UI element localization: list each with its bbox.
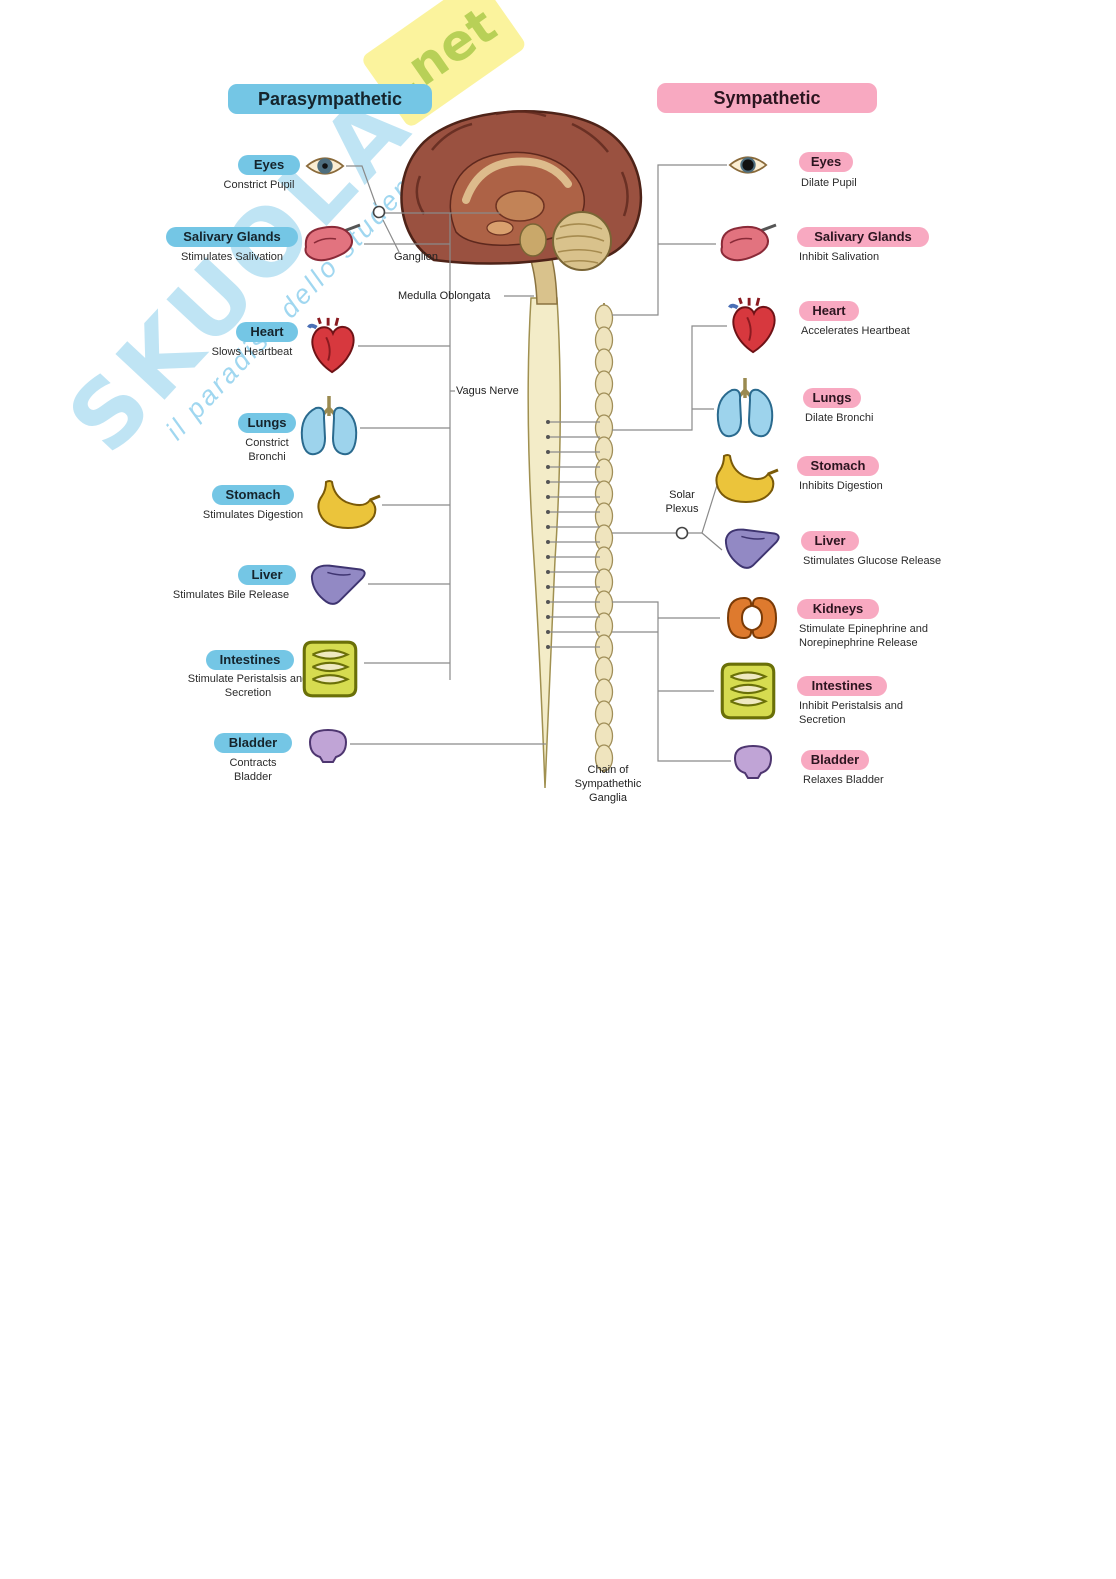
sympathetic-chain [594,303,614,772]
brain [400,110,643,271]
eye-icon [727,151,769,179]
para-effect-bladder: Contracts Bladder [229,757,277,783]
nerve-root-dots [546,420,550,649]
para-effect-lungs: Constrict Bronchi [245,437,289,463]
para-label-salivary-glands: Salivary Glands [166,227,298,247]
symp-label-liver: Liver [801,531,859,551]
medulla-oblongata-label: Medulla Oblongata [398,290,491,302]
eye-icon [304,152,346,180]
intestines-icon [714,658,782,724]
solar-plexus-marker [675,526,689,540]
para-effect-intestines: Stimulate Peristalsis and Secretion [187,673,309,699]
liver-icon [722,524,782,572]
para-label-eyes: Eyes [238,155,300,175]
pons [519,223,547,257]
symp-effect-eyes: Dilate Pupil [801,177,857,189]
symp-effect-stomach: Inhibits Digestion [799,480,883,492]
para-effect-liver: Stimulates Bile Release [172,589,290,601]
symp-label-lungs: Lungs [803,388,861,408]
para-label-heart: Heart [236,322,298,342]
symp-label-stomach: Stomach [797,456,879,476]
symp-label-heart: Heart [799,301,859,321]
para-effect-eyes: Constrict Pupil [223,179,295,191]
symp-label-kidneys: Kidneys [797,599,879,619]
para-label-liver: Liver [238,565,296,585]
symp-effect-bladder: Relaxes Bladder [803,774,884,786]
symp-label-eyes: Eyes [799,152,853,172]
ganglion-marker [372,205,386,219]
connector-lines [346,164,731,762]
salivary-gland-icon [300,221,364,267]
sympathetic-header: Sympathetic [657,83,877,113]
parasympathetic-header: Parasympathetic [228,84,432,114]
heart-icon [727,296,779,356]
salivary-gland-icon [716,221,780,267]
symp-label-intestines: Intestines [797,676,887,696]
para-label-intestines: Intestines [206,650,294,670]
stomach-icon [710,452,780,506]
solar-plexus-label: Solar Plexus [665,489,699,515]
sympathetic-chain-label: Chain of Sympathethic Ganglia [574,764,642,804]
symp-label-salivary-glands: Salivary Glands [797,227,929,247]
symp-label-bladder: Bladder [801,750,869,770]
vagus-nerve-label: Vagus Nerve [456,385,519,397]
intestines-icon [296,636,364,702]
para-effect-heart: Slows Heartbeat [211,346,293,358]
para-label-bladder: Bladder [214,733,292,753]
kidneys-icon [720,594,784,642]
symp-effect-intestines: Inhibit Peristalsis and Secretion [799,700,903,726]
lungs-icon [298,394,360,460]
para-label-lungs: Lungs [238,413,296,433]
symp-effect-lungs: Dilate Bronchi [805,412,874,424]
stomach-icon [312,478,382,532]
para-label-stomach: Stomach [212,485,294,505]
ganglion-label: Ganglion [394,251,439,263]
spinal-cord [527,297,561,789]
bladder-icon [306,726,350,764]
symp-effect-heart: Accelerates Heartbeat [801,325,910,337]
symp-effect-salivary-glands: Inhibit Salivation [799,251,880,263]
para-effect-salivary-glands: Stimulates Salivation [180,251,284,263]
liver-icon [308,560,368,608]
lungs-icon [714,376,776,442]
bladder-icon [731,742,775,780]
heart-icon [306,316,358,376]
symp-effect-liver: Stimulates Glucose Release [803,555,942,567]
symp-effect-kidneys: Stimulate Epinephrine and Norepinephrine… [799,623,929,649]
para-effect-stomach: Stimulates Digestion [202,509,304,521]
